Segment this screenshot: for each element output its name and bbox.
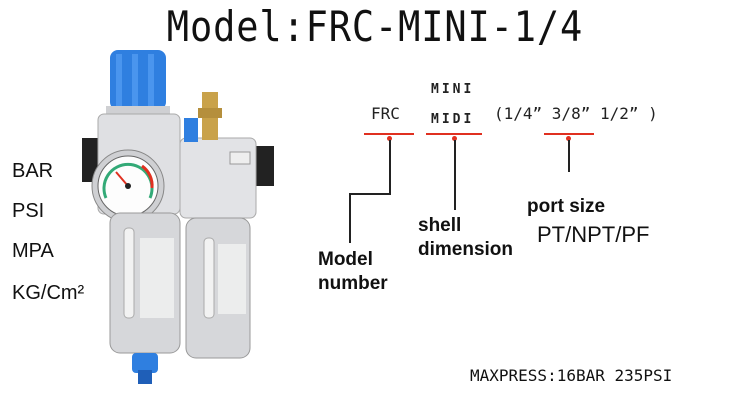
shell-dimension-label: shell dimension bbox=[418, 215, 514, 260]
frc-connector bbox=[389, 140, 391, 194]
frc-connector-h bbox=[349, 193, 391, 195]
size-marker bbox=[566, 136, 571, 141]
port-size-label: port size bbox=[527, 196, 606, 217]
unit-bar: BAR bbox=[12, 160, 54, 182]
port-types-label: PT/NPT/PF bbox=[537, 222, 650, 247]
frc-connector-down bbox=[349, 193, 351, 243]
midi-connector bbox=[454, 140, 456, 210]
code-midi: MIDI bbox=[431, 112, 475, 127]
unit-mpa: MPA bbox=[12, 240, 54, 262]
model-number-label: Model number bbox=[318, 249, 388, 294]
max-pressure-label: MAXPRESS:16BAR 235PSI bbox=[470, 366, 673, 385]
unit-psi: PSI bbox=[12, 200, 45, 222]
frc-marker bbox=[387, 136, 392, 141]
page-title: Model:FRC-MINI-1/4 bbox=[166, 2, 584, 51]
midi-marker bbox=[452, 136, 457, 141]
filter-regulator-lubricator-image bbox=[82, 50, 274, 384]
frc-underline bbox=[364, 133, 414, 135]
unit-kgcm2: KG/Cm² bbox=[12, 282, 85, 304]
midi-underline bbox=[426, 133, 482, 135]
code-frc: FRC bbox=[371, 104, 400, 123]
size-connector bbox=[568, 140, 570, 172]
code-mini: MINI bbox=[431, 82, 475, 97]
code-port-sizes: (1/4” 3/8” 1/2” ) bbox=[494, 104, 658, 123]
size-underline bbox=[544, 133, 594, 135]
